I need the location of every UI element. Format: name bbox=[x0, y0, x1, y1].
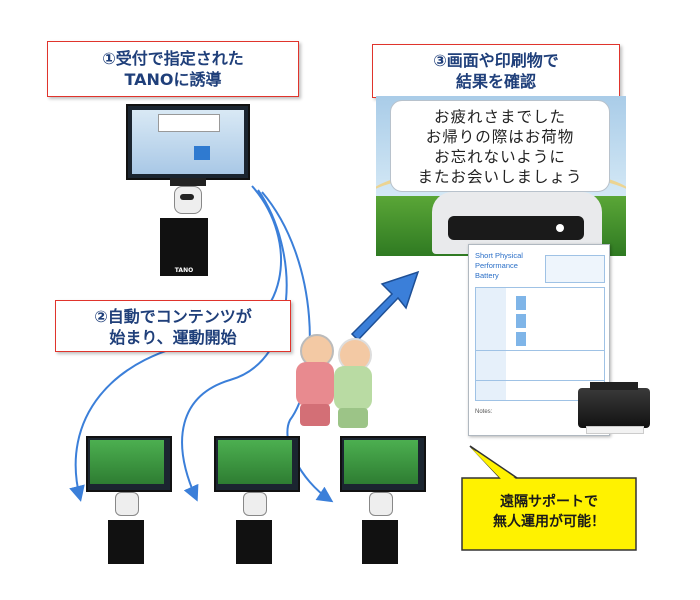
callout-step1: ①受付で指定された TANOに誘導 bbox=[47, 41, 299, 97]
flow-arrow-2 bbox=[181, 189, 288, 502]
support-balloon-text: 遠隔サポートで 無人運用が可能！ bbox=[462, 492, 636, 532]
report-grid bbox=[475, 287, 605, 401]
report-notes-label: Notes: bbox=[475, 409, 493, 415]
message-line1: お疲れさまでした bbox=[433, 108, 566, 126]
callout-step2: ②自動でコンテンツが 始まり、運動開始 bbox=[55, 300, 291, 352]
report-title-line2: Performance bbox=[475, 261, 518, 270]
main-kiosk-screen bbox=[126, 104, 250, 180]
callout-step1-line1: ①受付で指定された bbox=[102, 49, 244, 68]
balloon-line1: 遠隔サポートで bbox=[500, 494, 598, 510]
message-line4: またお会いしましょう bbox=[417, 168, 583, 186]
callout-step3-line1: ③画面や印刷物で bbox=[433, 51, 559, 70]
message-line2: お帰りの際はお荷物 bbox=[425, 128, 575, 146]
printer bbox=[578, 388, 650, 428]
callout-step2-line2: 始まり、運動開始 bbox=[109, 328, 237, 347]
report-title-line3: Battery bbox=[475, 271, 499, 280]
thank-you-message: お疲れさまでした お帰りの際はお荷物 お忘れないように またお会いしましょう bbox=[390, 100, 610, 192]
main-kiosk-brand: TANO bbox=[174, 267, 194, 274]
callout-step2-line1: ②自動でコンテンツが bbox=[94, 307, 252, 326]
main-kiosk-robot bbox=[174, 186, 202, 214]
message-line3: お忘れないように bbox=[434, 148, 566, 166]
balloon-line2: 無人運用が可能！ bbox=[493, 514, 605, 530]
report-title: Short Physical Performance Battery bbox=[475, 251, 545, 281]
callout-step1-line2: TANOに誘導 bbox=[124, 70, 222, 89]
callout-step3-line2: 結果を確認 bbox=[455, 72, 536, 91]
report-title-line1: Short Physical bbox=[475, 251, 523, 260]
callout-step3: ③画面や印刷物で 結果を確認 bbox=[372, 44, 620, 98]
